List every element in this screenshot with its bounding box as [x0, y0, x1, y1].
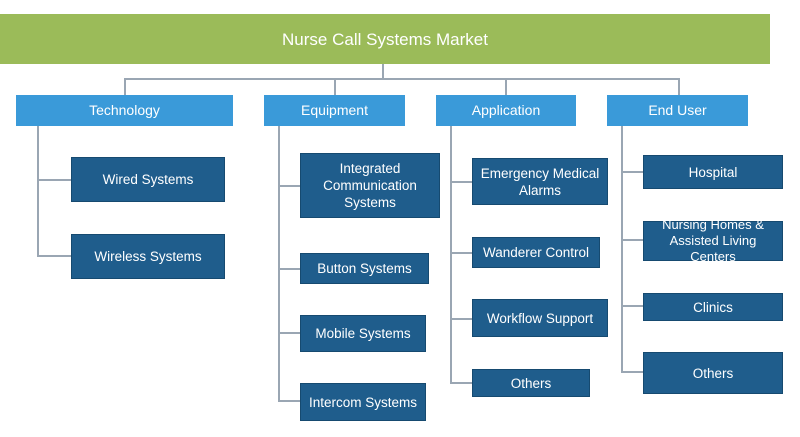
leaf-workflow-support: Workflow Support [472, 299, 608, 337]
leaf-end-user-others: Others [643, 352, 783, 394]
application-branch-line [450, 181, 472, 183]
leaf-integrated-communication-systems: Integrated Communication Systems [300, 153, 440, 218]
application-branch-line [450, 318, 472, 320]
leaf-emergency-medical-alarms: Emergency Medical Alarms [472, 158, 608, 205]
category-bus-line [124, 78, 680, 80]
technology-spine-line [37, 126, 39, 257]
leaf-hospital: Hospital [643, 155, 783, 189]
leaf-nursing-homes-assisted-living: Nursing Homes & Assisted Living Centers [643, 217, 783, 264]
leaf-button-systems: Button Systems [300, 253, 429, 284]
category-application: Application [436, 95, 576, 126]
equipment-spine-line [278, 126, 280, 402]
end-user-branch-line [621, 371, 643, 373]
leaf-wanderer-control: Wanderer Control [472, 237, 600, 268]
equipment-drop-line [334, 78, 336, 96]
application-branch-line [450, 382, 472, 384]
technology-branch-line [37, 255, 71, 257]
application-drop-line [505, 78, 507, 96]
root-stem-line [382, 64, 384, 80]
category-technology: Technology [16, 95, 233, 126]
application-spine-line [450, 126, 452, 384]
end-user-branch-line [621, 305, 643, 307]
equipment-branch-line [278, 400, 300, 402]
technology-drop-line [124, 78, 126, 96]
equipment-branch-line [278, 332, 300, 334]
category-equipment: Equipment [264, 95, 405, 126]
application-branch-line [450, 252, 472, 254]
leaf-application-others: Others [472, 369, 590, 397]
equipment-branch-line [278, 185, 300, 187]
leaf-wireless-systems: Wireless Systems [71, 234, 225, 279]
equipment-branch-line [278, 268, 300, 270]
leaf-intercom-systems: Intercom Systems [300, 383, 426, 421]
leaf-wired-systems: Wired Systems [71, 157, 225, 202]
end-user-branch-line [621, 239, 643, 241]
category-end-user: End User [607, 95, 748, 126]
leaf-mobile-systems: Mobile Systems [300, 315, 426, 352]
end-user-drop-line [678, 78, 680, 96]
technology-branch-line [37, 179, 71, 181]
end-user-spine-line [621, 126, 623, 373]
leaf-clinics: Clinics [643, 293, 783, 321]
end-user-branch-line [621, 171, 643, 173]
diagram-title: Nurse Call Systems Market [0, 14, 770, 64]
